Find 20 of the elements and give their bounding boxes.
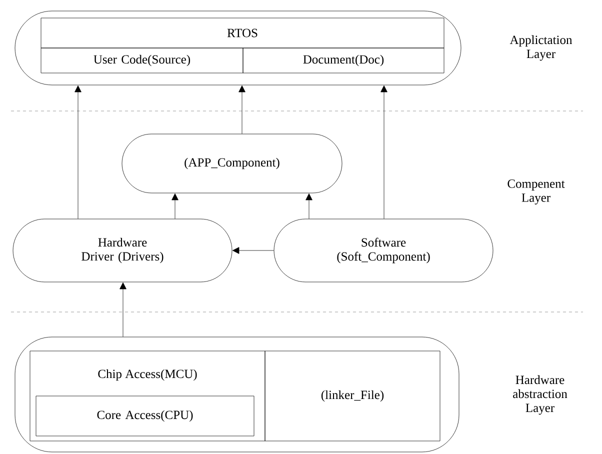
table-cell: (linker_File) <box>264 350 440 442</box>
arrow <box>74 85 82 219</box>
arrow <box>306 193 312 219</box>
arrow <box>232 247 274 254</box>
component-capsule: Software (Soft_Component) <box>274 218 494 282</box>
layer-capsule <box>14 336 460 452</box>
component-capsule: Hardware Driver (Drivers) <box>12 218 232 282</box>
arrow <box>120 282 126 337</box>
layer-label: Compenent Layer <box>508 180 565 204</box>
layer-label: Applictation Layer <box>510 35 572 61</box>
inner-box: Core Access(CPU) <box>36 396 254 436</box>
arrow <box>172 193 178 219</box>
component-capsule: (APP_Component) <box>122 134 342 194</box>
arrow <box>238 85 246 134</box>
layer-label: Hardware abstraction Layer <box>513 375 568 415</box>
table-cell: RTOS <box>40 18 444 48</box>
table-cell: User Code(Source) <box>40 48 244 74</box>
table-cell: Document(Doc) <box>242 48 444 74</box>
arrow <box>380 85 388 219</box>
layer-capsule <box>14 10 462 86</box>
